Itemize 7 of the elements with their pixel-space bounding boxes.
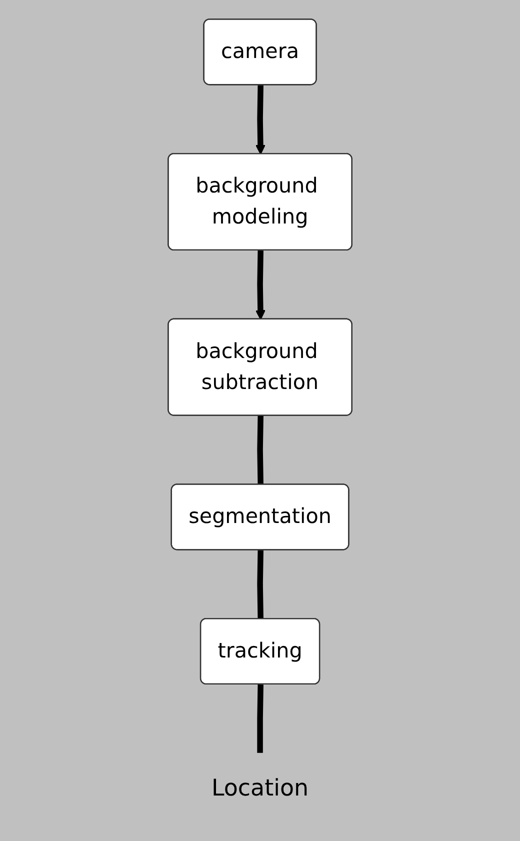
node-text: Location — [211, 774, 309, 802]
flowchart: camera background modeling background subtraction segmentation tracking Location — [158, 10, 362, 831]
connector — [257, 684, 264, 753]
arrow — [255, 85, 266, 155]
connector — [257, 416, 264, 485]
connector — [257, 550, 264, 620]
arrow — [255, 250, 266, 320]
